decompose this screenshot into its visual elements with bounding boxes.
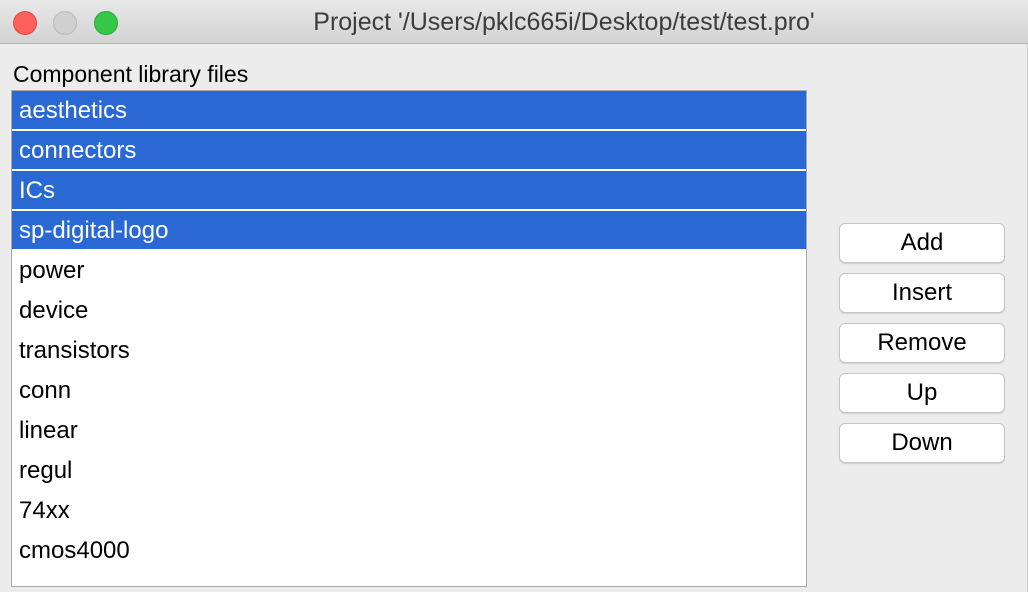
list-item[interactable]: power — [19, 257, 85, 284]
minimize-window-button[interactable] — [53, 11, 77, 35]
list-item[interactable]: sp-digital-logo — [12, 211, 806, 251]
remove-button[interactable]: Remove — [839, 323, 1005, 363]
list-item[interactable]: linear — [19, 417, 78, 444]
up-button[interactable]: Up — [839, 373, 1005, 413]
window-title: Project '/Users/pklc665i/Desktop/test/te… — [313, 8, 815, 36]
list-item[interactable]: transistors — [19, 337, 130, 364]
list-item[interactable]: device — [19, 297, 89, 324]
library-files-list[interactable]: aesthetics connectors ICs sp-digital-log… — [11, 90, 807, 587]
list-item[interactable]: 74xx — [19, 497, 70, 524]
title-bar[interactable]: Project '/Users/pklc665i/Desktop/test/te… — [0, 0, 1028, 44]
add-button[interactable]: Add — [839, 223, 1005, 263]
down-button[interactable]: Down — [839, 423, 1005, 463]
list-item[interactable]: regul — [19, 457, 73, 484]
zoom-window-button[interactable] — [94, 11, 118, 35]
list-item[interactable]: cmos4000 — [19, 537, 130, 564]
list-action-buttons: Add Insert Remove Up Down — [839, 223, 1005, 473]
list-item[interactable]: connectors — [12, 131, 806, 171]
component-library-files-label: Component library files — [13, 61, 249, 87]
list-item[interactable]: conn — [19, 377, 72, 404]
list-item[interactable]: ICs — [12, 171, 806, 211]
insert-button[interactable]: Insert — [839, 273, 1005, 313]
list-item[interactable]: aesthetics — [12, 91, 806, 131]
close-window-button[interactable] — [13, 11, 37, 35]
